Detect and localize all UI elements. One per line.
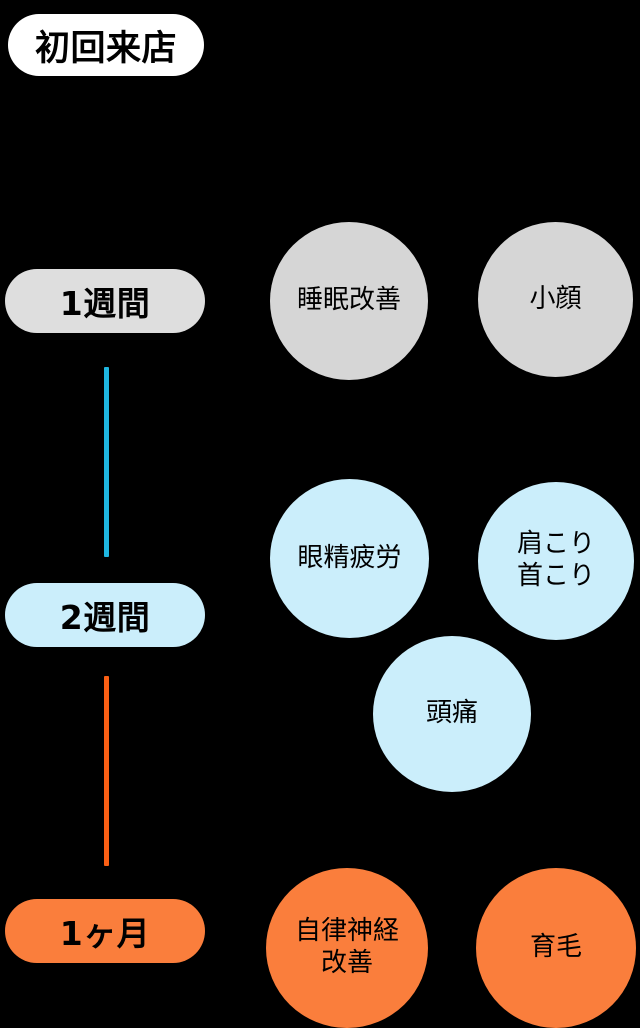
benefit-text-eye-strain: 眼精疲労 bbox=[297, 542, 402, 573]
milestone-label-week-2: 2週間 bbox=[59, 598, 151, 637]
benefit-text-sleep-improvement: 睡眠改善 bbox=[296, 285, 401, 316]
connector-line-week2-to-month1 bbox=[104, 676, 109, 866]
benefit-bubble-hair-growth: 育毛 bbox=[476, 868, 636, 1028]
benefit-bubble-sleep-improvement: 睡眠改善 bbox=[270, 222, 428, 380]
benefit-text-headache: 頭痛 bbox=[425, 698, 478, 729]
benefit-text-autonomic-nerve: 自律神経 改善 bbox=[294, 916, 399, 978]
benefit-bubble-headache: 頭痛 bbox=[373, 636, 531, 792]
milestone-pill-initial-visit: 初回来店 bbox=[8, 14, 204, 76]
benefit-text-hair-growth: 育毛 bbox=[529, 932, 582, 963]
milestone-label-month-1: 1ヶ月 bbox=[59, 914, 151, 953]
milestone-pill-month-1: 1ヶ月 bbox=[5, 899, 205, 963]
milestone-label-week-1: 1週間 bbox=[59, 284, 151, 323]
benefit-bubble-eye-strain: 眼精疲労 bbox=[270, 479, 429, 638]
benefit-text-small-face: 小顔 bbox=[529, 283, 582, 314]
benefit-bubble-small-face: 小顔 bbox=[478, 222, 633, 377]
benefit-text-shoulder-neck: 肩こり 首こり bbox=[516, 529, 595, 591]
connector-line-week1-to-week2 bbox=[104, 367, 109, 557]
milestone-pill-week-2: 2週間 bbox=[5, 583, 205, 647]
benefit-bubble-autonomic-nerve: 自律神経 改善 bbox=[266, 868, 428, 1028]
benefit-bubble-shoulder-neck: 肩こり 首こり bbox=[478, 482, 634, 640]
milestone-label-initial-visit: 初回来店 bbox=[34, 28, 177, 69]
milestone-pill-week-1: 1週間 bbox=[5, 269, 205, 333]
